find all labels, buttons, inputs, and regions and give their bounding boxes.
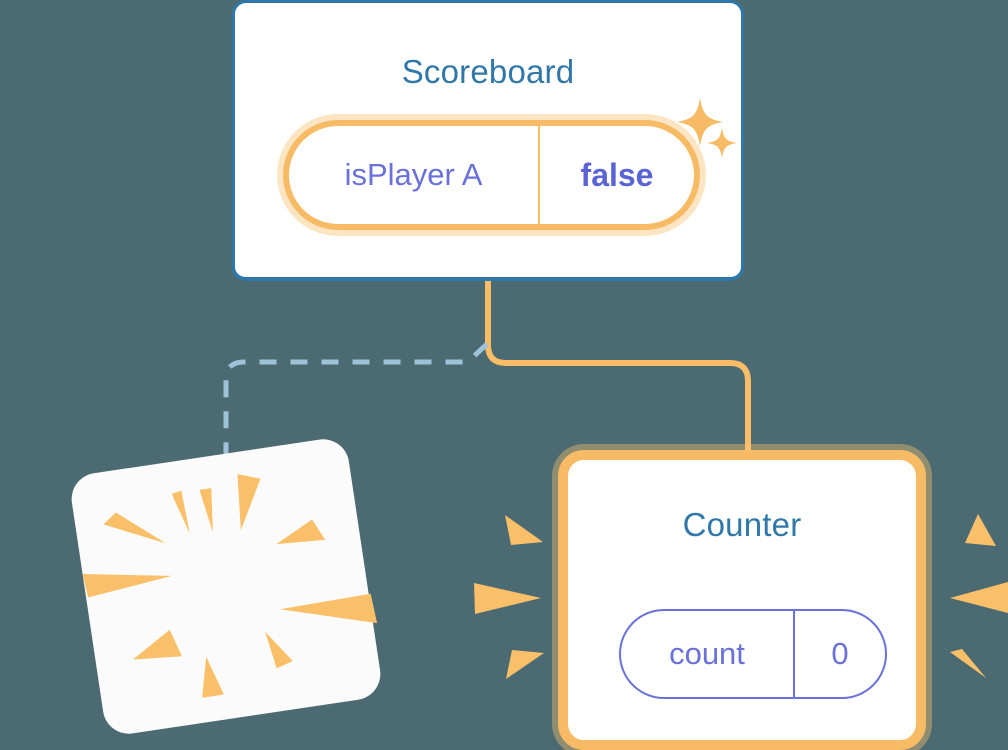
ghost-ray-nnw — [171, 490, 190, 534]
ghost-ray-w — [82, 574, 172, 598]
ghost-ray-se — [265, 631, 293, 669]
counter-ray-right-group — [950, 514, 1008, 678]
ghost-card-burst-rays — [82, 474, 378, 698]
ghost-ray-ene — [279, 593, 378, 624]
counter-ray-left-middle — [474, 583, 541, 614]
ghost-ray-ne — [276, 519, 326, 545]
ghost-ray-sw — [132, 629, 182, 660]
counter-state-key: count — [669, 636, 745, 671]
ghost-ray-s — [202, 656, 224, 698]
counter-state-pill[interactable]: count 0 — [619, 609, 887, 699]
sparkle-large-icon — [677, 98, 723, 146]
ghost-ray-n — [199, 488, 213, 533]
ghost-card-removed[interactable] — [68, 435, 384, 738]
ghost-ray-nne — [237, 474, 261, 531]
scoreboard-state-value: false — [538, 126, 694, 224]
counter-ray-left-bottom — [506, 650, 544, 679]
connector-scoreboard-to-counter — [485, 281, 751, 455]
scoreboard-state-key: isPlayer A — [344, 157, 483, 192]
counter-card[interactable]: Counter count 0 — [558, 450, 926, 750]
scoreboard-card[interactable]: Scoreboard isPlayer A false — [232, 0, 744, 281]
counter-ray-left-group — [474, 515, 544, 679]
ghost-ray-nw — [103, 512, 166, 544]
counter-ray-right-top — [965, 514, 996, 546]
counter-ray-right-middle — [950, 582, 1008, 613]
counter-title: Counter — [682, 506, 802, 543]
counter-state-value: 0 — [793, 611, 885, 697]
connector-scoreboard-to-ghost — [223, 342, 489, 470]
counter-ray-left-top — [505, 515, 543, 545]
counter-ray-right-bottom — [950, 649, 986, 678]
scoreboard-state-pill[interactable]: isPlayer A false — [283, 120, 700, 230]
scoreboard-title: Scoreboard — [401, 53, 575, 90]
sparkle-small-icon — [707, 128, 737, 158]
